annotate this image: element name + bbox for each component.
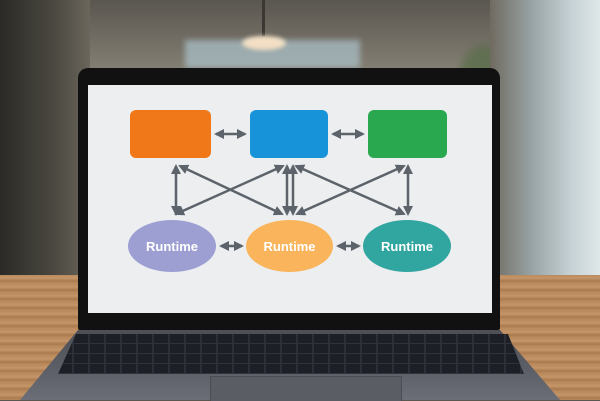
ellipse-label: Runtime [381,238,433,254]
ellipse-orange: Runtime [246,220,333,272]
ellipse-label: Runtime [146,238,198,254]
rect-orange [130,110,211,158]
bookshelf [0,0,90,280]
ellipse-label: Runtime [263,238,316,254]
lamp-cord [262,0,265,36]
keyboard [58,334,524,374]
ellipse-purple: Runtime [128,220,216,272]
right-window [490,0,600,280]
rect-green [368,110,447,158]
rect-blue [250,110,328,158]
pendant-lamp [242,36,286,50]
trackpad [210,376,402,401]
ellipse-teal: Runtime [363,220,451,272]
